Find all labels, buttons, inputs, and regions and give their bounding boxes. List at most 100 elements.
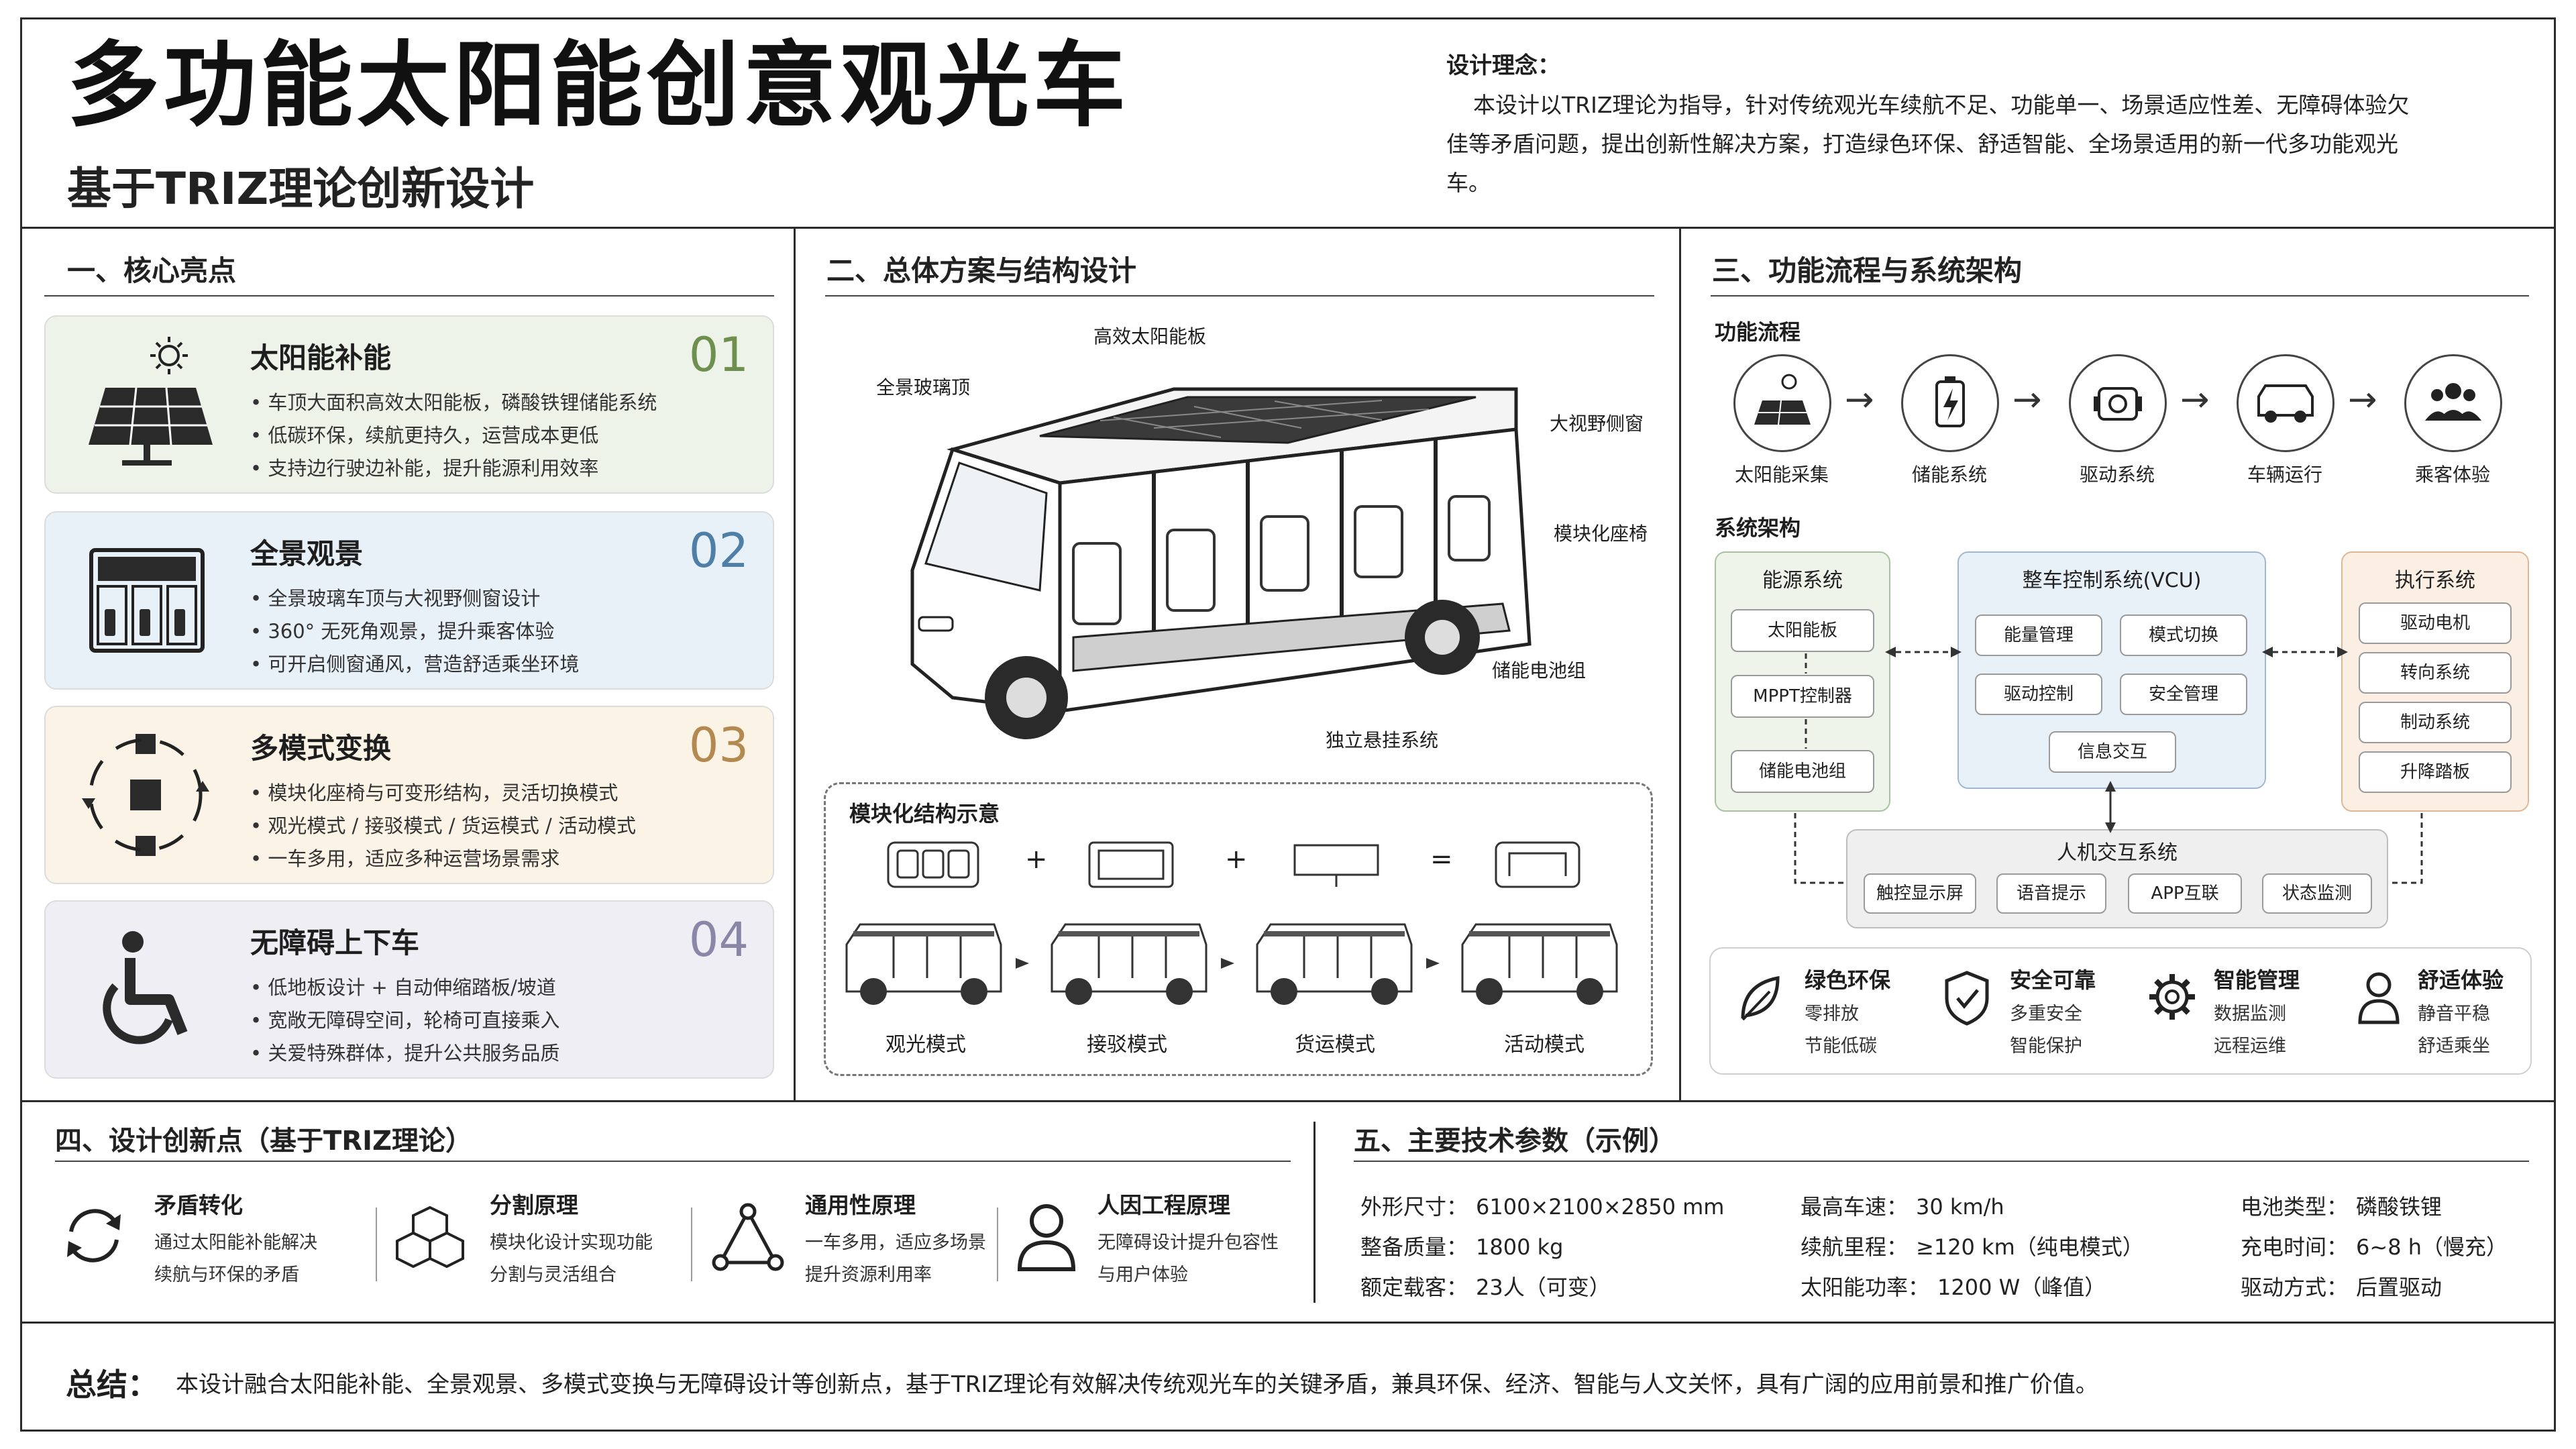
shield-icon	[1943, 969, 1991, 1026]
innovation-line: 模块化设计实现功能	[490, 1232, 653, 1253]
bullet: 可开启侧窗通风，营造舒适乘坐环境	[250, 648, 579, 681]
section3-title: 三、功能流程与系统架构	[1712, 254, 2023, 287]
col-divider-2	[1679, 227, 1681, 1102]
module-title: 模块化结构示意	[849, 801, 1000, 826]
motor-icon	[2094, 387, 2142, 421]
innovation-line: 提升资源利用率	[805, 1265, 932, 1285]
bullet: 关爱特殊群体，提升公共服务品质	[250, 1037, 559, 1070]
multimode-icon	[68, 724, 223, 865]
bullet: 低碳环保，续航更持久，运营成本更低	[250, 419, 657, 452]
mode-vans	[840, 918, 1645, 1018]
page-title: 多功能太阳能创意观光车	[67, 32, 1130, 140]
energy-item: 储能电池组	[1731, 750, 1874, 793]
bullet: 观光模式 / 接驳模式 / 货运模式 / 活动模式	[250, 810, 636, 843]
flow-node-battery	[1901, 354, 1999, 452]
hmi-item: 状态监测	[2262, 873, 2372, 914]
section4-rule	[55, 1161, 1291, 1162]
feature-title: 智能管理	[2214, 967, 2300, 993]
concept-title: 设计理念：	[1446, 52, 1560, 79]
hmi-item: 触控显示屏	[1864, 873, 1976, 914]
energy-item: MPPT控制器	[1731, 675, 1874, 718]
vcu-item: 信息交互	[2049, 731, 2176, 773]
module-parts	[885, 839, 1610, 892]
innovation-line: 一车多用，适应多场景	[805, 1232, 986, 1253]
param-solar-power: 太阳能功率：1200 W（峰值）	[1801, 1271, 2106, 1301]
wheelchair-icon	[68, 919, 223, 1060]
param-range: 续航里程：≥120 km（纯电模式）	[1801, 1230, 2144, 1261]
param-key: 外形尺寸：	[1360, 1194, 1468, 1220]
param-key: 驱动方式：	[2241, 1275, 2349, 1300]
mode-label-sightseeing: 观光模式	[885, 1033, 966, 1057]
solar-panel-icon	[68, 334, 223, 475]
param-value: 1800 kg	[1476, 1234, 1564, 1260]
feature-line: 智能保护	[2010, 1036, 2082, 1057]
network-icon	[711, 1201, 785, 1275]
param-key: 充电时间：	[2241, 1234, 2349, 1260]
callout-solar: 高效太阳能板	[1093, 325, 1207, 347]
feature-line: 远程运维	[2214, 1036, 2286, 1057]
param-size: 外形尺寸： 6100×2100×2850 mm	[1360, 1190, 1724, 1221]
section3-rule	[1711, 295, 2529, 297]
cycle-icon	[59, 1201, 129, 1271]
card-bullets: 全景玻璃车顶与大视野侧窗设计 360° 无死角观景，提升乘客体验 可开启侧窗通风…	[250, 582, 579, 681]
page-subtitle: 基于TRIZ理论创新设计	[67, 163, 535, 215]
summary-divider	[20, 1322, 2556, 1324]
summary-label: 总结：	[66, 1366, 158, 1403]
bullet: 360° 无死角观景，提升乘客体验	[250, 615, 579, 648]
callout-battery: 储能电池组	[1492, 659, 1587, 682]
card-title: 全景观景	[250, 537, 364, 570]
flow-node-solar	[1733, 354, 1831, 452]
innovation-line: 分割与灵活组合	[490, 1265, 616, 1285]
card-title: 太阳能补能	[250, 341, 392, 374]
feature-line: 静音平稳	[2418, 1004, 2490, 1024]
hmi-item: 语音提示	[1996, 873, 2106, 914]
innovation-title: 分割原理	[490, 1192, 578, 1218]
param-value: 30 km/h	[1916, 1194, 2004, 1220]
card-title: 无障碍上下车	[250, 926, 420, 959]
section1-title: 一、核心亮点	[67, 254, 237, 287]
vehicle-illustration	[872, 349, 1597, 767]
bullet: 低地板设计 + 自动伸缩踏板/坡道	[250, 971, 559, 1004]
header-divider	[20, 227, 2556, 229]
param-weight: 整备质量： 1800 kg	[1360, 1230, 1563, 1261]
flow-arrow: →	[1845, 380, 1874, 420]
innovation-title: 通用性原理	[805, 1192, 916, 1218]
callout-window: 大视野侧窗	[1550, 413, 1644, 435]
param-key: 整备质量：	[1360, 1234, 1468, 1260]
innovation-line: 续航与环保的矛盾	[154, 1265, 299, 1285]
energy-item: 太阳能板	[1731, 609, 1874, 652]
innovation-divider	[691, 1208, 692, 1281]
vcu-item: 模式切换	[2120, 614, 2247, 656]
feature-title: 安全可靠	[2010, 967, 2096, 993]
module-op-plus-1: +	[1025, 844, 1048, 875]
section2-rule	[825, 295, 1654, 297]
user-icon	[1013, 1199, 1080, 1273]
card-bullets: 低地板设计 + 自动伸缩踏板/坡道 宽敞无障碍空间，轮椅可直接乘入 关爱特殊群体…	[250, 971, 559, 1070]
param-capacity: 额定载客：23人（可变）	[1360, 1271, 1611, 1301]
innovation-line: 无障碍设计提升包容性	[1097, 1232, 1279, 1253]
arch-title: 系统架构	[1715, 515, 1801, 541]
card-number: 01	[688, 327, 749, 382]
feature-line: 节能低碳	[1805, 1036, 1877, 1057]
vcu-item: 驱动控制	[1975, 674, 2102, 715]
card-number: 04	[688, 912, 749, 967]
param-value: 6100×2100×2850 mm	[1476, 1194, 1725, 1220]
feature-line: 舒适乘坐	[2418, 1036, 2490, 1057]
leaf-icon	[1736, 971, 1784, 1025]
callout-suspension: 独立悬挂系统	[1326, 729, 1439, 751]
innovation-line: 与用户体验	[1097, 1265, 1188, 1285]
hmi-item: APP互联	[2128, 873, 2242, 914]
exec-item: 升降踏板	[2359, 751, 2512, 793]
section5-title: 五、主要技术参数（示例）	[1354, 1126, 1676, 1157]
exec-item: 制动系统	[2359, 702, 2512, 743]
mode-label-cargo: 货运模式	[1295, 1033, 1375, 1057]
page-frame	[20, 17, 2556, 1432]
feature-line: 多重安全	[2010, 1004, 2082, 1024]
flow-label: 太阳能采集	[1734, 464, 1829, 486]
concept-body: 本设计以TRIZ理论为指导，针对传统观光车续航不足、功能单一、场景适应性差、无障…	[1446, 92, 2410, 196]
card-accessible: 无障碍上下车 04 低地板设计 + 自动伸缩踏板/坡道 宽敞无障碍空间，轮椅可直…	[44, 900, 774, 1079]
card-number: 03	[688, 718, 749, 773]
flow-arrow: →	[2180, 380, 2210, 420]
param-value: 23人（可变）	[1476, 1275, 1611, 1300]
mid-divider	[20, 1100, 2556, 1102]
